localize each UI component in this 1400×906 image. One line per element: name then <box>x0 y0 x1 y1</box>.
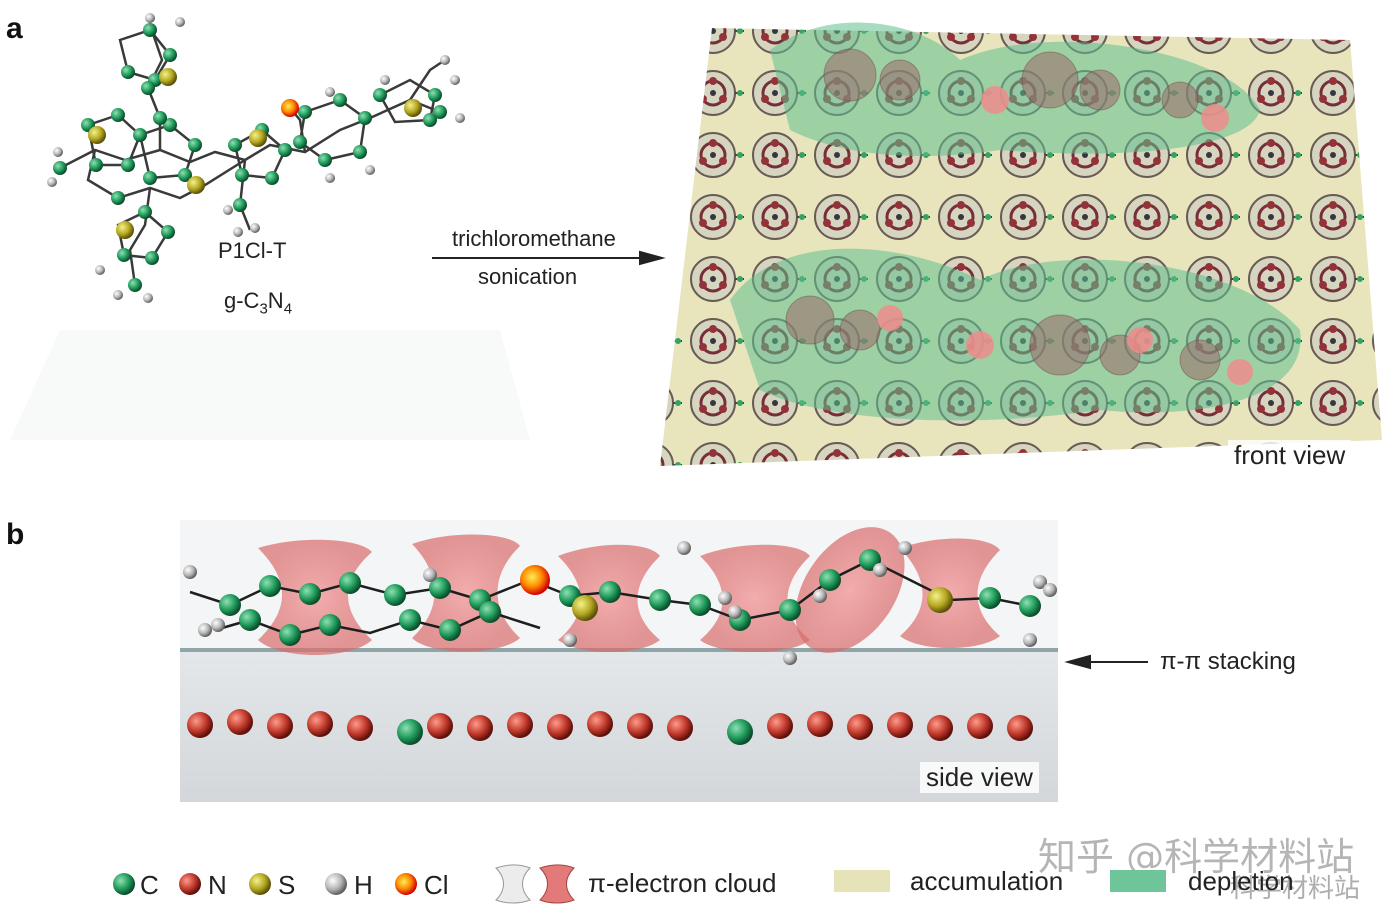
substrate-label-base: g-C <box>224 288 260 313</box>
panel-b-label: b <box>6 518 25 551</box>
stacking-arrow <box>1064 654 1148 670</box>
front-view-render <box>660 22 1382 466</box>
legend-cloud-label: π-electron cloud <box>588 868 777 898</box>
legend-accumulation-label: accumulation <box>910 866 1064 896</box>
substrate-label: g-C3N4 <box>224 288 292 317</box>
reaction-arrow <box>432 250 666 266</box>
legend-cloud-white-icon <box>495 864 531 904</box>
watermark-small: 科学材料站 <box>1230 874 1361 904</box>
legend-atom-n-symbol <box>179 873 201 895</box>
legend-atom-c-symbol <box>113 873 135 895</box>
panel-a-label: a <box>6 12 23 45</box>
legend-atom-s-symbol <box>249 873 271 895</box>
stacking-label: π-π stacking <box>1160 648 1296 675</box>
legend-atom-s-label: S <box>278 870 296 900</box>
substrate-sub2: 4 <box>283 300 293 318</box>
p1clt-atoms <box>47 13 465 303</box>
side-view-tag: side view <box>920 762 1039 793</box>
arrow-bottom-label: sonication <box>478 264 578 289</box>
legend-atom-cl-symbol <box>395 873 417 895</box>
substrate-label-mid: N <box>267 288 284 313</box>
molecule-label: P1Cl-T <box>218 238 287 263</box>
legend-cloud-red-icon <box>539 864 575 904</box>
front-view-tag: front view <box>1228 440 1352 471</box>
substrate-sub1: 3 <box>259 300 268 318</box>
watermark-main: 知乎 @科学材料站 <box>1038 835 1355 879</box>
side-view-render <box>180 520 1058 802</box>
legend-depletion-swatch <box>1110 870 1166 892</box>
gc3n4-sheet <box>10 330 530 440</box>
legend-depletion-label: depletion <box>1188 866 1294 896</box>
legend-atom-c-label: C <box>140 870 159 900</box>
legend-atom-cl-label: Cl <box>424 870 449 900</box>
arrow-top-label: trichloromethane <box>452 226 616 251</box>
legend-atom-h-label: H <box>354 870 373 900</box>
legend-atom-n-label: N <box>208 870 227 900</box>
legend-accumulation-swatch <box>834 870 890 892</box>
legend-atom-h-symbol <box>325 873 347 895</box>
